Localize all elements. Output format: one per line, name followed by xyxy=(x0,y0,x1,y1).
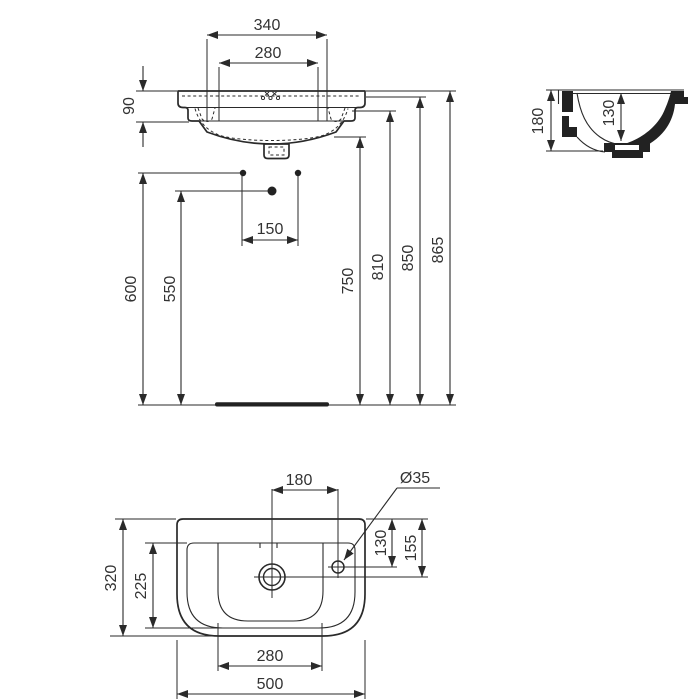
dim-side-180: 180 xyxy=(530,89,603,152)
dim-plan-180-label: 180 xyxy=(286,472,313,489)
front-drain-trap xyxy=(263,143,290,160)
dim-plan-155: 155 xyxy=(403,519,426,577)
front-view: 340 280 90 150 xyxy=(121,17,456,407)
taphole-diameter-callout: Ø35 xyxy=(343,470,440,561)
dim-front-750: 750 xyxy=(334,136,366,405)
dim-front-280: 280 xyxy=(218,45,319,121)
front-hidden-fixing-slot-left xyxy=(197,107,216,122)
dim-front-850-label: 850 xyxy=(400,245,417,272)
drain-hole-symbol xyxy=(258,563,286,591)
dim-front-600-label: 600 xyxy=(123,276,140,303)
dim-front-340: 340 xyxy=(206,17,328,121)
dim-plan-130-label: 130 xyxy=(373,530,390,557)
dim-plan-280: 280 xyxy=(217,623,323,671)
dim-plan-320-label: 320 xyxy=(103,565,120,592)
waste-outlet-dot xyxy=(267,186,277,196)
side-backwall-cut-lower xyxy=(562,116,577,137)
dim-side-130: 130 xyxy=(601,93,625,141)
dim-front-810-label: 810 xyxy=(370,254,387,281)
dim-plan-500: 500 xyxy=(176,640,366,699)
dim-front-550: 550 xyxy=(162,191,185,405)
dim-front-90: 90 xyxy=(121,66,189,147)
side-trap-lower xyxy=(612,152,643,158)
dim-plan-180: 180 xyxy=(272,472,338,494)
dim-plan-130: 130 xyxy=(373,519,396,567)
dim-front-810: 810 xyxy=(352,110,396,405)
dim-plan-280-label: 280 xyxy=(257,648,284,665)
dim-plan-dia35-label: Ø35 xyxy=(400,470,430,487)
dim-plan-225: 225 xyxy=(133,542,222,629)
dim-side-180-label: 180 xyxy=(530,108,547,135)
side-backwall-cut-upper xyxy=(562,91,573,112)
dim-front-865-label: 865 xyxy=(430,237,447,264)
plan-bowl-outline xyxy=(217,542,324,622)
tap-hole-symbol xyxy=(331,560,345,574)
dim-front-150-label: 150 xyxy=(257,221,284,238)
dim-front-340-label: 340 xyxy=(254,17,281,34)
dim-front-90-label: 90 xyxy=(121,97,138,115)
dim-plan-225-label: 225 xyxy=(133,573,150,600)
dim-front-850: 850 xyxy=(366,96,426,405)
side-frontwall-cut xyxy=(621,91,688,153)
side-view: 180 130 xyxy=(530,89,688,158)
brand-logo-icon xyxy=(260,91,281,101)
fixing-hole-dot-right xyxy=(294,169,302,177)
plan-view: 180 Ø35 130 155 320 225 xyxy=(103,470,440,699)
floor-thick-segment xyxy=(215,402,329,407)
dim-front-280-label: 280 xyxy=(255,45,282,62)
dim-plan-320: 320 xyxy=(103,518,219,637)
dim-front-865: 865 xyxy=(366,90,456,405)
dim-plan-155-label: 155 xyxy=(403,535,420,562)
floor-line xyxy=(138,402,456,407)
front-hidden-fixing-slot-right xyxy=(327,107,346,122)
front-hidden-bowl-line xyxy=(194,108,349,141)
dim-front-750-label: 750 xyxy=(340,268,357,295)
side-trap-slot xyxy=(615,145,639,150)
side-underside-curve xyxy=(576,136,606,153)
dim-front-550-label: 550 xyxy=(162,276,179,303)
dim-side-130-label: 130 xyxy=(601,100,618,127)
fixing-hole-dot-left xyxy=(239,169,247,177)
dim-plan-500-label: 500 xyxy=(257,676,284,693)
dim-front-600: 600 xyxy=(123,173,147,405)
fixing-and-outlet-references: 150 xyxy=(138,169,302,246)
front-drain-trap-hidden xyxy=(268,146,285,156)
